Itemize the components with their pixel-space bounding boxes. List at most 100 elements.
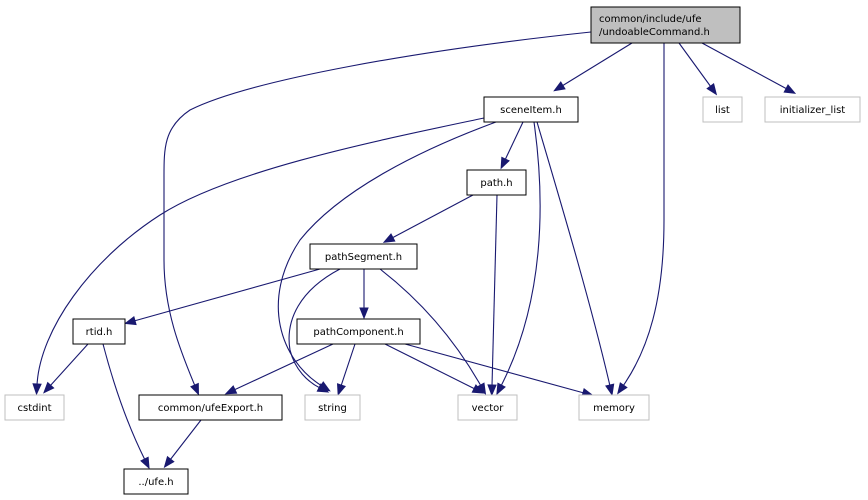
edge-pathComponent-to-ufeExport bbox=[224, 343, 334, 395]
node-label: /undoableCommand.h bbox=[599, 27, 710, 38]
edge-line bbox=[678, 42, 712, 88]
node-label: pathSegment.h bbox=[325, 252, 402, 263]
edge-sceneItem-to-vector bbox=[496, 121, 541, 396]
node-ufeExport[interactable]: common/ufeExport.h bbox=[138, 394, 283, 421]
edge-undoableCommand-to-list bbox=[678, 42, 718, 96]
arrowhead-icon bbox=[617, 382, 628, 395]
node-label: rtid.h bbox=[86, 327, 113, 338]
edge-pathSegment-to-string bbox=[288, 268, 341, 393]
edge-path-to-pathSegment bbox=[382, 194, 474, 243]
edge-pathComponent-to-string bbox=[336, 343, 356, 396]
node-label: cstdint bbox=[17, 403, 51, 414]
node-string: string bbox=[304, 394, 361, 421]
nodes-layer: common/include/ufe/undoableCommand.h scen… bbox=[4, 6, 861, 495]
node-box[interactable] bbox=[309, 243, 418, 270]
node-vector: vector bbox=[457, 394, 518, 421]
node-label: pathComponent.h bbox=[313, 327, 403, 338]
arrowhead-icon bbox=[124, 316, 137, 326]
node-box[interactable] bbox=[138, 394, 283, 421]
node-box[interactable] bbox=[590, 6, 741, 44]
edge-undoableCommand-to-sceneItem bbox=[553, 42, 633, 92]
node-box[interactable] bbox=[466, 169, 527, 196]
edge-line bbox=[133, 268, 321, 322]
node-box bbox=[578, 394, 650, 421]
edge-line bbox=[49, 343, 89, 387]
node-pathSegment[interactable]: pathSegment.h bbox=[309, 243, 418, 270]
edge-rtid-to-ufe bbox=[102, 343, 150, 470]
edge-line bbox=[500, 121, 541, 387]
edge-line bbox=[340, 343, 356, 387]
edge-line bbox=[491, 194, 498, 387]
node-box bbox=[702, 96, 743, 123]
edge-pathSegment-to-rtid bbox=[124, 268, 321, 326]
arrowhead-icon bbox=[359, 307, 369, 320]
edge-line bbox=[102, 343, 146, 461]
edge-line bbox=[701, 42, 788, 90]
edge-line bbox=[504, 121, 524, 161]
arrowhead-icon bbox=[140, 456, 150, 470]
arrowhead-icon bbox=[605, 383, 615, 397]
node-label: initializer_list bbox=[780, 105, 846, 116]
edge-line bbox=[384, 343, 476, 390]
arrowhead-icon bbox=[706, 82, 718, 96]
node-ufe[interactable]: ../ufe.h bbox=[123, 468, 189, 495]
edge-line bbox=[288, 268, 341, 389]
edge-line bbox=[163, 31, 592, 387]
edge-undoableCommand-to-memory bbox=[617, 43, 665, 395]
edge-line bbox=[169, 419, 202, 461]
edge-undoableCommand-to-initializer_list bbox=[701, 42, 797, 94]
node-label: ../ufe.h bbox=[138, 477, 173, 488]
node-box bbox=[304, 394, 361, 421]
edge-rtid-to-cstdint bbox=[43, 343, 89, 394]
edge-undoableCommand-to-ufeExport bbox=[163, 31, 592, 396]
node-box bbox=[764, 96, 861, 123]
node-pathComponent[interactable]: pathComponent.h bbox=[296, 318, 421, 345]
node-initializer_list: initializer_list bbox=[764, 96, 861, 123]
arrowhead-icon bbox=[487, 384, 497, 397]
node-label: common/ufeExport.h bbox=[158, 403, 263, 414]
node-rtid[interactable]: rtid.h bbox=[72, 318, 126, 345]
edge-line bbox=[536, 121, 611, 387]
edge-line bbox=[561, 42, 633, 87]
arrowhead-icon bbox=[471, 384, 485, 394]
node-box bbox=[457, 394, 518, 421]
edge-line bbox=[36, 117, 485, 386]
node-cstdint: cstdint bbox=[4, 394, 65, 421]
node-memory: memory bbox=[578, 394, 650, 421]
arrowhead-icon bbox=[316, 383, 330, 393]
node-path[interactable]: path.h bbox=[466, 169, 527, 196]
arrowhead-icon bbox=[163, 455, 175, 469]
node-label: common/include/ufe bbox=[599, 14, 702, 25]
node-sceneItem[interactable]: sceneItem.h bbox=[483, 96, 579, 123]
edges-layer bbox=[32, 31, 797, 470]
node-label: string bbox=[318, 403, 347, 414]
node-undoableCommand[interactable]: common/include/ufe/undoableCommand.h bbox=[590, 6, 741, 44]
node-box bbox=[4, 394, 65, 421]
edge-sceneItem-to-cstdint bbox=[32, 117, 485, 396]
arrowhead-icon bbox=[553, 81, 566, 92]
arrowhead-icon bbox=[500, 156, 510, 170]
arrowhead-icon bbox=[32, 383, 42, 396]
node-label: sceneItem.h bbox=[500, 105, 562, 116]
node-label: path.h bbox=[480, 178, 512, 189]
edge-ufeExport-to-ufe bbox=[163, 419, 202, 469]
edge-line bbox=[404, 343, 585, 394]
node-list: list bbox=[702, 96, 743, 123]
node-box[interactable] bbox=[72, 318, 126, 345]
edge-pathComponent-to-vector bbox=[384, 343, 485, 394]
edge-pathSegment-to-pathComponent bbox=[359, 269, 369, 320]
arrowhead-icon bbox=[496, 382, 506, 396]
edge-sceneItem-to-memory bbox=[536, 121, 615, 397]
edge-line bbox=[277, 121, 497, 387]
edge-path-to-vector bbox=[487, 194, 498, 397]
node-label: list bbox=[715, 105, 730, 116]
node-box[interactable] bbox=[296, 318, 421, 345]
arrowhead-icon bbox=[224, 385, 238, 395]
edge-line bbox=[391, 194, 474, 239]
edge-line bbox=[379, 268, 482, 387]
node-box[interactable] bbox=[483, 96, 579, 123]
node-box[interactable] bbox=[123, 468, 189, 495]
edge-line bbox=[233, 343, 334, 391]
arrowhead-icon bbox=[336, 383, 346, 396]
